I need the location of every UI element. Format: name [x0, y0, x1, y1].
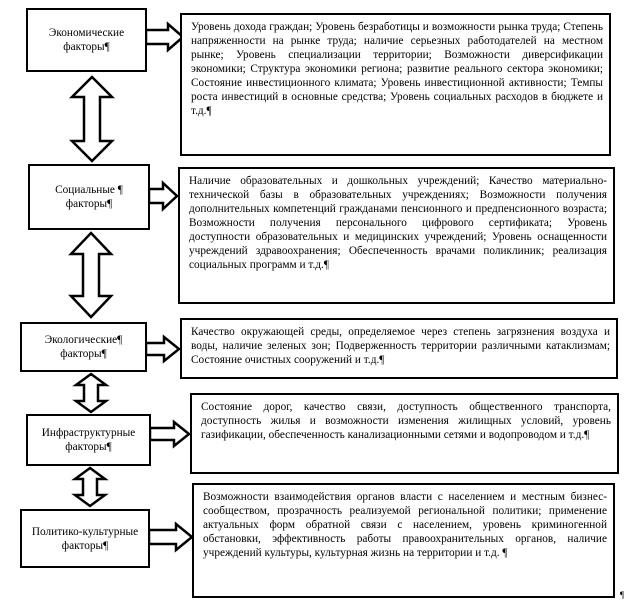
- arrow-vertical-2: [68, 231, 114, 319]
- arrow-right-1: [144, 21, 185, 53]
- description-economic-text: Уровень дохода граждан; Уровень безработ…: [191, 21, 603, 117]
- arrow-right-3: [144, 334, 182, 364]
- category-economic: Экономические факторы¶: [26, 8, 147, 72]
- description-ecological: Качество окружающей среды, определяемое …: [180, 318, 618, 379]
- description-infrastructure: Состояние дорог, качество связи, доступн…: [190, 393, 619, 474]
- paragraph-end-mark: ¶: [620, 590, 625, 600]
- arrow-right-2: [147, 180, 179, 212]
- description-social: Наличие образовательных и дошкольных учр…: [178, 167, 615, 304]
- arrow-right-4: [148, 419, 192, 449]
- category-political-cultural-label: Политико-культурные факторы¶: [31, 525, 139, 552]
- description-economic: Уровень дохода граждан; Уровень безработ…: [180, 13, 611, 156]
- arrow-vertical-3: [72, 372, 110, 414]
- category-ecological: Экологические¶ факторы¶: [20, 322, 147, 372]
- description-infrastructure-text: Состояние дорог, качество связи, доступн…: [201, 401, 611, 441]
- arrow-vertical-4: [71, 466, 109, 508]
- description-ecological-text: Качество окружающей среды, определяемое …: [191, 326, 610, 366]
- arrow-vertical-1: [68, 75, 116, 163]
- category-infrastructure: Инфраструктурные факторы¶: [26, 414, 151, 466]
- category-infrastructure-label: Инфраструктурные факторы¶: [41, 427, 136, 453]
- category-political-cultural: Политико-культурные факторы¶: [20, 509, 150, 568]
- category-social: Социальные ¶ факторы¶: [28, 164, 150, 230]
- category-ecological-label: Экологические¶ факторы¶: [44, 334, 123, 360]
- description-social-text: Наличие образовательных и дошкольных учр…: [189, 175, 607, 271]
- category-social-label: Социальные ¶ факторы¶: [55, 184, 123, 210]
- category-economic-label: Экономические факторы¶: [48, 27, 125, 53]
- description-political-cultural: Возможности взаимодействия органов власт…: [192, 483, 615, 598]
- description-political-cultural-text: Возможности взаимодействия органов власт…: [203, 491, 607, 559]
- arrow-right-5: [147, 521, 194, 553]
